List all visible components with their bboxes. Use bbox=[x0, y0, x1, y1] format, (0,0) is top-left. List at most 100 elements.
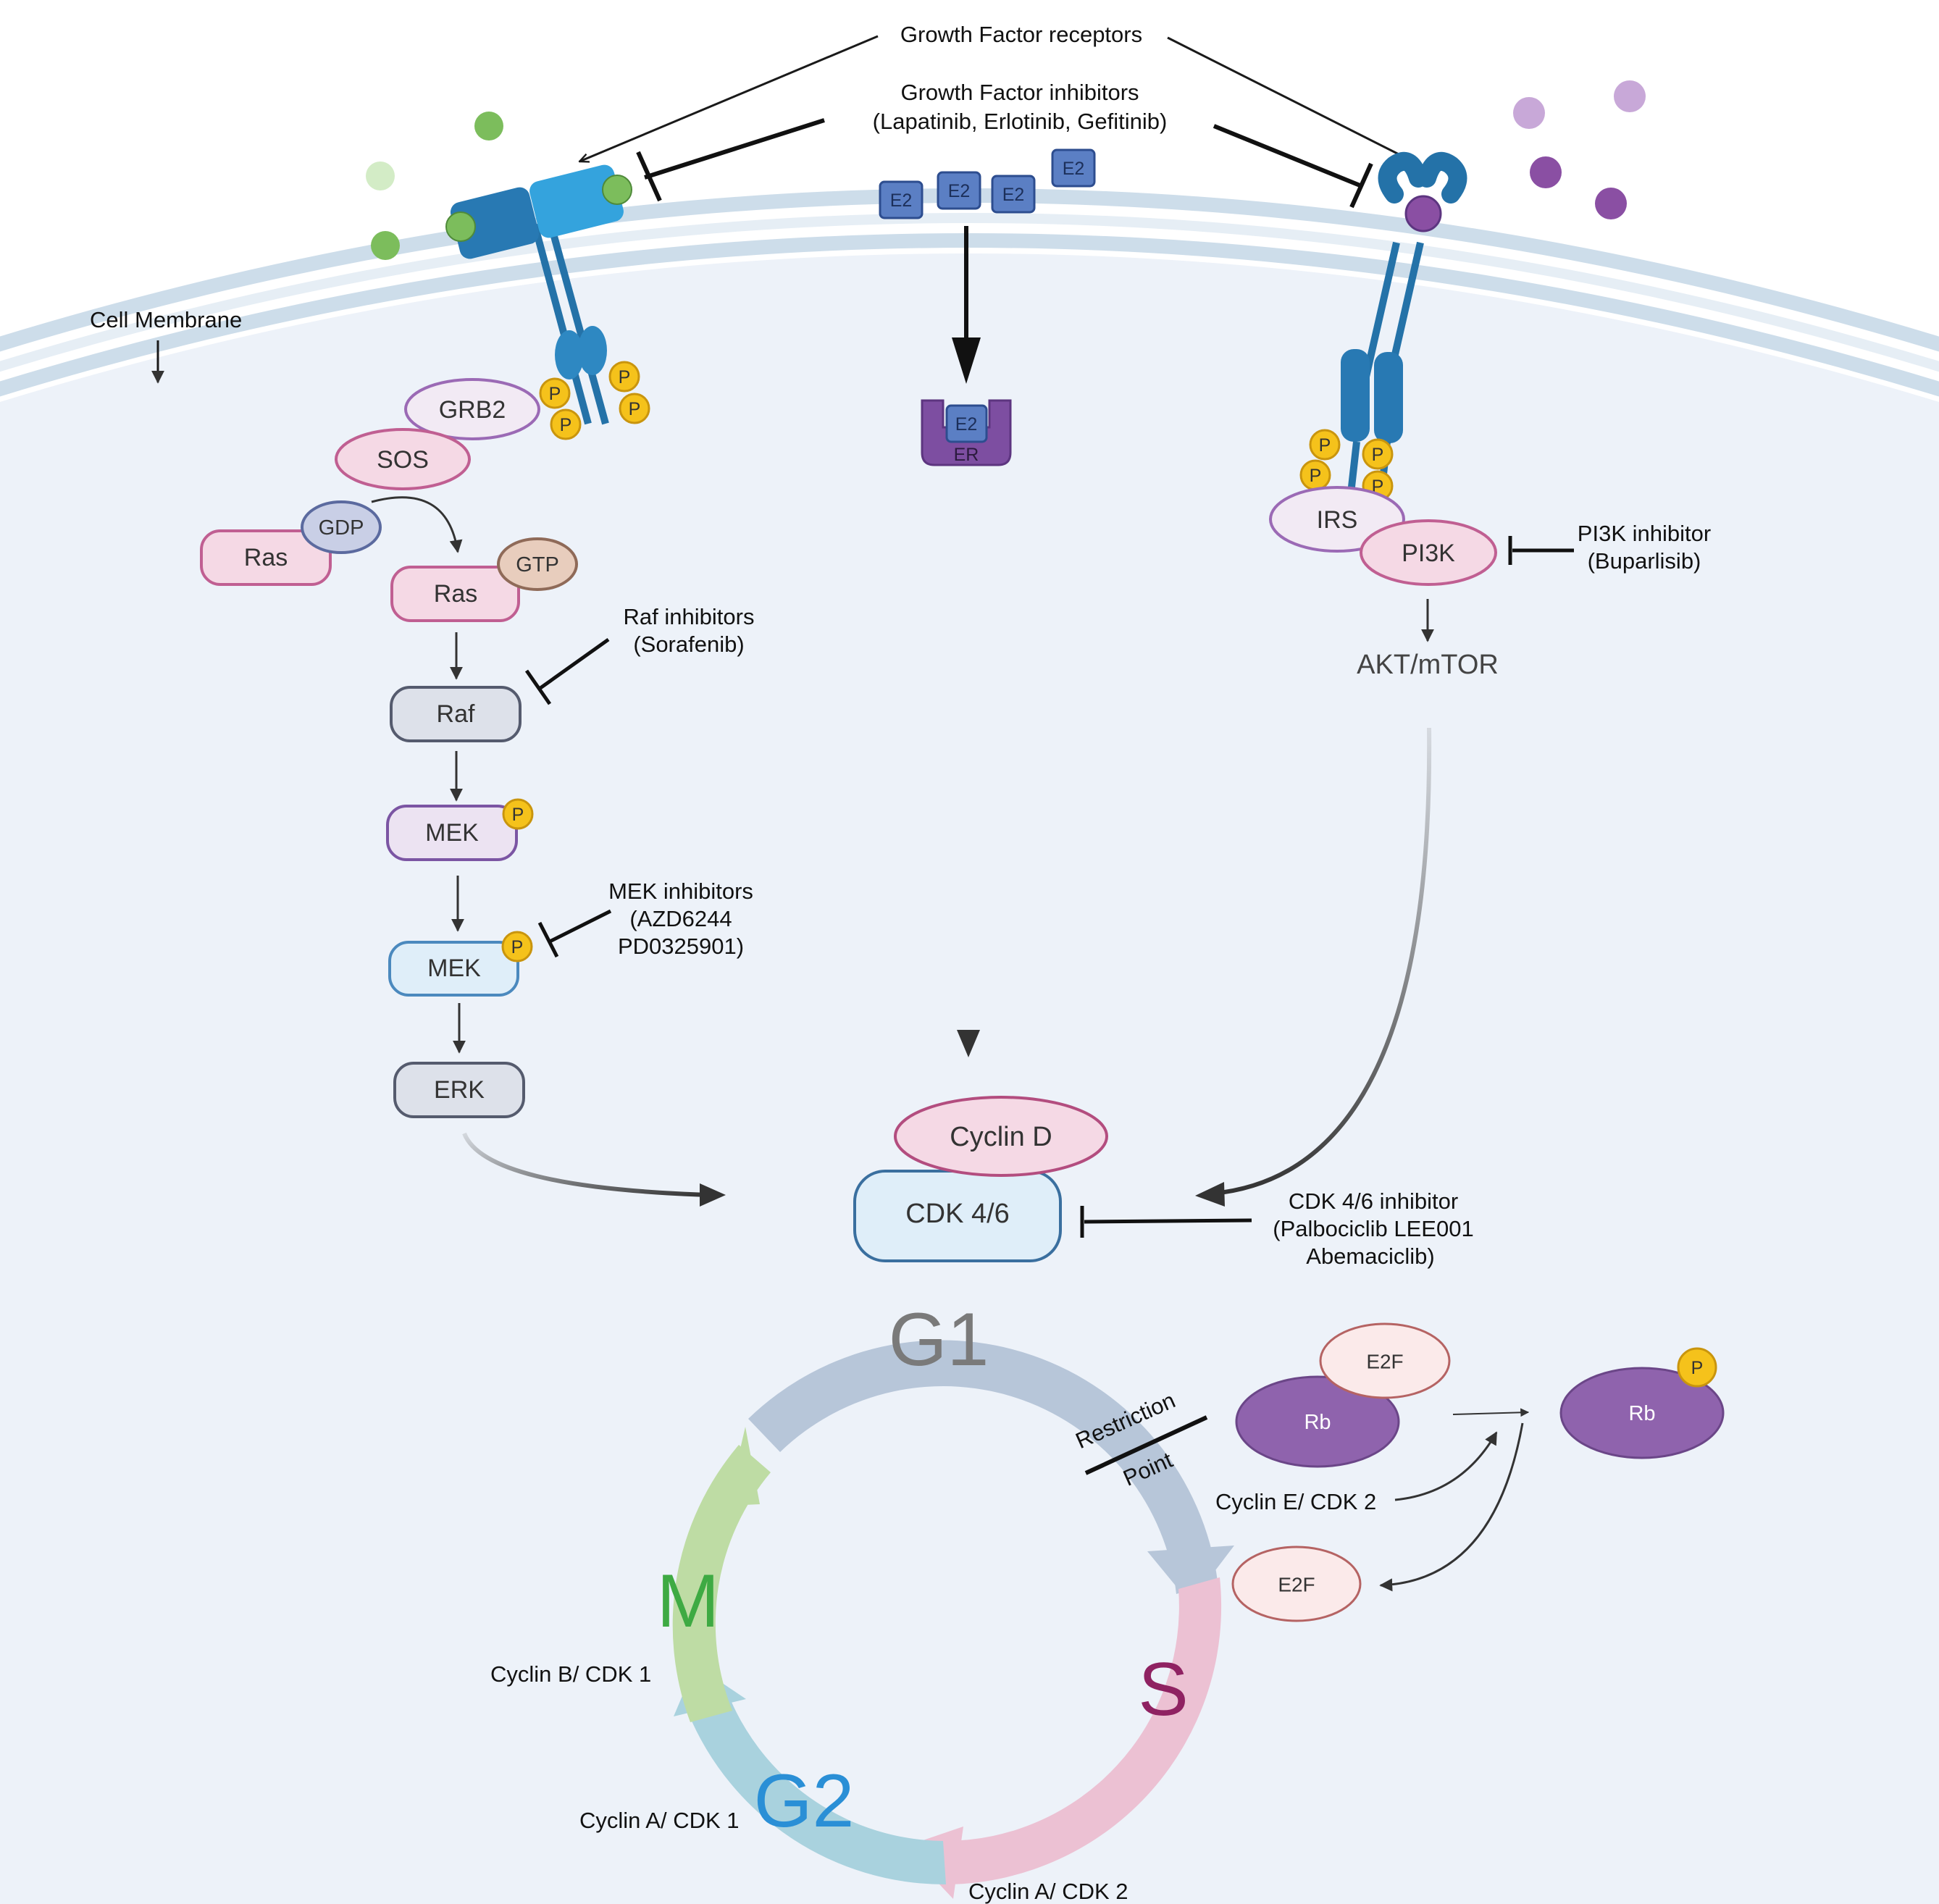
pi3k-inhibitor-drug-label: (Buparlisib) bbox=[1588, 548, 1701, 574]
growth-factor-receptor-left bbox=[445, 164, 632, 425]
phospho-group: P bbox=[1362, 438, 1394, 470]
svg-text:SOS: SOS bbox=[377, 446, 429, 474]
raf-inhibition-bar bbox=[524, 669, 552, 705]
cytoplasm bbox=[0, 253, 1939, 1904]
inhibition-line-right bbox=[1213, 124, 1363, 188]
purple-ligand bbox=[1513, 97, 1545, 129]
phospho-group: P bbox=[1309, 429, 1341, 461]
svg-text:P: P bbox=[1310, 466, 1322, 486]
mek-inhibitor-drug-2: PD0325901) bbox=[618, 934, 744, 959]
ras-activation-arrow bbox=[371, 496, 463, 553]
ras-gtp-node: Ras GTP bbox=[390, 537, 578, 622]
svg-text:ERK: ERK bbox=[434, 1076, 485, 1104]
ras-gdp-node: Ras GDP bbox=[200, 500, 382, 586]
erk-to-cyclin-arrowhead bbox=[700, 1183, 726, 1207]
green-ligand bbox=[474, 112, 503, 141]
cell-membrane-inner bbox=[0, 233, 1939, 397]
svg-text:MEK: MEK bbox=[427, 955, 481, 982]
svg-text:Cyclin D: Cyclin D bbox=[950, 1122, 1052, 1152]
svg-text:P: P bbox=[1372, 445, 1384, 465]
svg-text:Ras: Ras bbox=[244, 544, 288, 571]
svg-text:Rb: Rb bbox=[1628, 1402, 1655, 1425]
cyclin-d-node: Cyclin D bbox=[894, 1096, 1108, 1177]
growth-factor-receptor-right bbox=[1341, 152, 1467, 500]
m-arc bbox=[672, 1445, 771, 1722]
raf-node: Raf bbox=[390, 686, 522, 742]
akt-mtor-label: AKT/mTOR bbox=[1357, 650, 1499, 680]
cell-membrane-core bbox=[0, 213, 1939, 372]
cdk46-inhibitor-drugs-1: (Palbociclib LEE001 bbox=[1273, 1216, 1473, 1241]
svg-text:E2: E2 bbox=[1063, 159, 1085, 179]
svg-text:E2: E2 bbox=[955, 414, 978, 435]
restriction-point-bar bbox=[1084, 1415, 1208, 1475]
svg-text:P: P bbox=[1691, 1358, 1704, 1378]
rb-phosphorylated-node: Rb bbox=[1559, 1367, 1725, 1459]
cyclin-e-to-rb-arrow bbox=[1394, 1431, 1498, 1501]
svg-text:P: P bbox=[629, 399, 641, 419]
inhibition-line-left bbox=[644, 118, 825, 180]
e2f-free-node: E2F bbox=[1231, 1546, 1362, 1622]
purple-ligand bbox=[1530, 156, 1562, 188]
m-label: M bbox=[657, 1559, 720, 1643]
svg-text:GRB2: GRB2 bbox=[439, 396, 506, 424]
svg-text:P: P bbox=[619, 367, 631, 387]
g2-label: G2 bbox=[754, 1759, 855, 1843]
e2-entry-arrowhead bbox=[952, 337, 981, 384]
svg-text:IRS: IRS bbox=[1317, 506, 1358, 534]
phospho-group: P bbox=[1677, 1347, 1717, 1388]
svg-text:GTP: GTP bbox=[516, 553, 559, 576]
g1-arrowhead bbox=[1147, 1546, 1234, 1624]
cyclin-e-cdk2-label: Cyclin E/ CDK 2 bbox=[1215, 1489, 1376, 1514]
growth-factor-inhibitor-drugs-label: (Lapatinib, Erlotinib, Gefitinib) bbox=[873, 109, 1168, 134]
svg-text:P: P bbox=[511, 937, 524, 957]
e2-molecule: E2 bbox=[1051, 148, 1096, 188]
purple-ligand bbox=[1595, 188, 1627, 219]
phospho-group: P bbox=[501, 931, 533, 963]
rb-release-e2f-arrow bbox=[1379, 1422, 1524, 1592]
phospho-group: P bbox=[550, 408, 582, 440]
pi3k-node: PI3K bbox=[1360, 519, 1497, 586]
s-arc bbox=[945, 1577, 1222, 1884]
inhibition-bar-left bbox=[636, 151, 662, 202]
svg-text:Ras: Ras bbox=[434, 580, 477, 608]
cyclin-a-cdk2-label: Cyclin A/ CDK 2 bbox=[968, 1879, 1128, 1904]
phospho-group: P bbox=[608, 361, 640, 393]
phospho-group: P bbox=[619, 393, 650, 424]
e2-molecule: E2 bbox=[879, 180, 924, 219]
svg-text:E2F: E2F bbox=[1366, 1351, 1403, 1373]
grb2-node: GRB2 bbox=[404, 378, 540, 440]
phospho-group: P bbox=[539, 377, 571, 409]
pi3k-inhibitor-label: PI3K inhibitor bbox=[1578, 521, 1711, 546]
svg-text:GDP: GDP bbox=[319, 516, 364, 540]
cdk46-inhibitor-drugs-2: Abemaciclib) bbox=[1306, 1244, 1434, 1269]
akt-to-cyclin-arrowhead bbox=[1195, 1182, 1225, 1207]
inhibition-bar-right bbox=[1349, 162, 1373, 209]
mek-inhibitors-label: MEK inhibitors bbox=[608, 878, 753, 904]
svg-text:Rb: Rb bbox=[1304, 1411, 1331, 1434]
green-ligand bbox=[366, 162, 395, 190]
rb-phosphorylation-arrow bbox=[1452, 1408, 1530, 1417]
cell-membrane-label: Cell Membrane bbox=[90, 307, 242, 332]
phospho-group: P bbox=[502, 798, 534, 830]
g1-label: G1 bbox=[889, 1298, 989, 1382]
er-to-cyclin-arrowhead bbox=[957, 1030, 980, 1057]
s-label: S bbox=[1138, 1648, 1188, 1732]
svg-text:E2: E2 bbox=[1002, 185, 1025, 205]
e2-molecule: E2 bbox=[937, 171, 981, 210]
cyclin-b-cdk1-label: Cyclin B/ CDK 1 bbox=[490, 1661, 651, 1687]
green-ligand bbox=[371, 231, 400, 260]
mek-inhibition-bar bbox=[537, 921, 559, 958]
phospho-group: P bbox=[1299, 459, 1331, 491]
svg-text:PI3K: PI3K bbox=[1402, 540, 1455, 567]
svg-text:MEK: MEK bbox=[425, 819, 479, 847]
estrogen-receptor: E2 ER bbox=[921, 399, 1012, 466]
rb-node: Rb bbox=[1235, 1375, 1400, 1468]
cdk46-inhibitor-label: CDK 4/6 inhibitor bbox=[1289, 1188, 1458, 1214]
mek-phospho-node: MEK bbox=[388, 941, 519, 997]
mek-node: MEK bbox=[386, 805, 518, 861]
growth-factor-inhibitors-label: Growth Factor inhibitors bbox=[900, 80, 1139, 105]
erk-to-cyclin-arrow bbox=[462, 1132, 711, 1197]
akt-to-cyclin-arrow bbox=[1213, 727, 1432, 1196]
